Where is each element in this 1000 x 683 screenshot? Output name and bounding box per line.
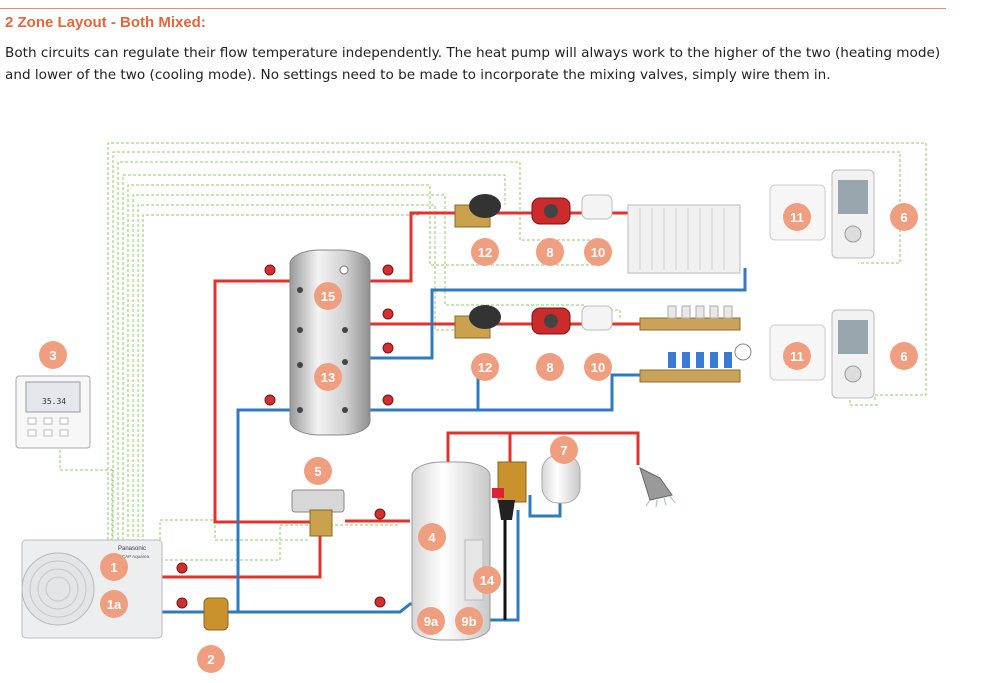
marker-11-zone-2: 11	[783, 342, 811, 370]
hot-water-cylinder	[411, 461, 491, 641]
svg-text:9b: 9b	[461, 614, 476, 629]
svg-text:6: 6	[900, 349, 907, 364]
mixing-valve-zone-1	[454, 194, 501, 228]
controller-display: 35.34	[42, 397, 66, 406]
svg-text:4: 4	[428, 530, 436, 545]
svg-text:1a: 1a	[107, 597, 122, 612]
room-thermostat-1	[831, 169, 875, 259]
marker-7: 7	[550, 436, 578, 464]
heat-pump-unit: Panasonic T-CAP Aquarea	[21, 539, 163, 639]
svg-text:11: 11	[790, 210, 804, 225]
svg-text:6: 6	[900, 210, 907, 225]
room-thermostat-2	[831, 309, 875, 399]
svg-text:8: 8	[546, 245, 553, 260]
marker-13: 13	[314, 363, 342, 391]
return-pipes	[160, 268, 747, 622]
marker-5: 5	[304, 457, 332, 485]
component-markers: 1 1a 2 3 4 5 6 6 7 8 8 9a 9b 10 10 11 11…	[39, 203, 918, 673]
svg-text:11: 11	[790, 349, 804, 364]
page-description: Both circuits can regulate their flow te…	[5, 45, 941, 83]
marker-4: 4	[418, 523, 446, 551]
marker-10-zone-2: 10	[584, 353, 612, 381]
unvented-kit	[492, 461, 527, 520]
marker-15: 15	[314, 282, 342, 310]
zone-valve-2	[581, 305, 613, 331]
shower-head-icon	[639, 467, 676, 508]
underfloor-manifold	[639, 305, 752, 383]
marker-11-zone-1: 11	[783, 203, 811, 231]
svg-text:14: 14	[480, 573, 495, 588]
svg-text:12: 12	[478, 360, 492, 375]
marker-14: 14	[473, 566, 501, 594]
svg-text:10: 10	[591, 245, 605, 260]
page-title: 2 Zone Layout - Both Mixed:	[5, 14, 206, 31]
svg-text:12: 12	[478, 245, 492, 260]
isolation-valves	[176, 264, 394, 609]
heat-pump-brand: Panasonic	[118, 546, 146, 552]
svg-text:9a: 9a	[424, 614, 439, 629]
marker-10-zone-1: 10	[584, 238, 612, 266]
svg-text:15: 15	[321, 289, 335, 304]
svg-text:5: 5	[314, 464, 321, 479]
svg-text:8: 8	[546, 360, 553, 375]
svg-text:2: 2	[207, 652, 214, 667]
svg-text:7: 7	[560, 443, 567, 458]
radiator-icon	[627, 204, 741, 274]
svg-text:10: 10	[591, 360, 605, 375]
circulation-pump-zone-2	[531, 307, 571, 335]
marker-6-zone-2: 6	[890, 342, 918, 370]
marker-1a: 1a	[100, 590, 128, 618]
marker-2: 2	[197, 645, 225, 673]
diverter-valve	[291, 489, 345, 537]
marker-9a: 9a	[417, 607, 445, 635]
svg-text:13: 13	[321, 370, 335, 385]
marker-6-zone-1: 6	[890, 203, 918, 231]
marker-12-zone-1: 12	[471, 238, 499, 266]
marker-8-zone-2: 8	[536, 353, 564, 381]
magnetic-filter	[203, 597, 229, 631]
circulation-pump-zone-1	[531, 197, 571, 225]
buffer-tank	[289, 249, 371, 436]
zone-valve-1	[581, 194, 613, 220]
marker-1: 1	[100, 553, 128, 581]
remote-controller: 35.34	[15, 375, 91, 449]
header-rule	[0, 8, 946, 9]
marker-9b: 9b	[455, 607, 483, 635]
flow-pipes	[160, 211, 640, 579]
mixing-valve-zone-2	[454, 305, 501, 339]
heat-pump-model: T-CAP Aquarea	[118, 554, 150, 559]
marker-3: 3	[39, 341, 67, 369]
marker-12-zone-2: 12	[471, 353, 499, 381]
marker-8-zone-1: 8	[536, 238, 564, 266]
svg-text:3: 3	[49, 348, 56, 363]
svg-text:1: 1	[110, 560, 117, 575]
